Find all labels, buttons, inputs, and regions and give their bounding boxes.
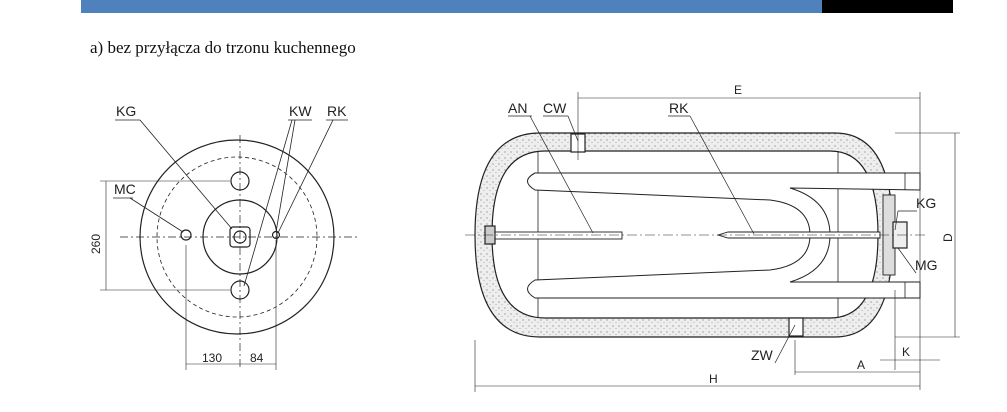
label-an: AN [508,100,527,116]
label-rk: RK [327,103,347,119]
side-view [465,92,960,392]
dim-e: E [734,83,742,97]
dim-d: D [941,233,955,242]
dim-260: 260 [89,234,103,254]
label-kg: KG [916,195,936,211]
label-kg: KG [116,103,136,119]
label-kw: KW [289,103,312,119]
front-view [100,119,360,370]
label-mc: MC [114,181,136,197]
header-bar-dark [822,0,953,13]
label-rk: RK [669,100,689,116]
dim-a: A [857,358,865,372]
dim-130: 130 [202,351,222,365]
figure-caption: a) bez przyłącza do trzonu kuchennego [90,38,356,57]
dim-k: K [902,345,910,359]
dim-84: 84 [250,351,264,365]
label-mg: MG [915,257,938,273]
header-bar [81,0,822,13]
label-zw: ZW [751,347,774,363]
label-cw: CW [543,100,567,116]
dim-h: H [709,372,718,386]
